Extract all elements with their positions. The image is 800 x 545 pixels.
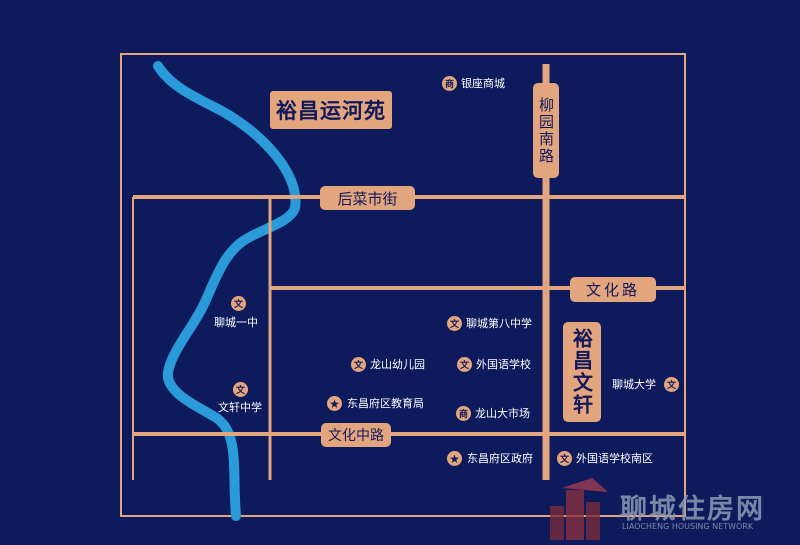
school-icon: 文 bbox=[557, 451, 572, 466]
project-label-text: 裕昌文轩 bbox=[569, 328, 594, 416]
school-icon: 文 bbox=[231, 296, 246, 311]
poi-label-yinzuo: 银座商城 bbox=[461, 77, 505, 90]
school-icon: 文 bbox=[447, 316, 462, 331]
poi-label-wenxuan-zx: 文轩中学 bbox=[218, 401, 262, 414]
poi-label-lcdx: 聊城大学 bbox=[612, 378, 656, 391]
title-label: 裕昌运河苑 bbox=[270, 91, 392, 129]
road-label-wenhua-zhong: 文化中路 bbox=[321, 423, 391, 447]
poi-label-jiaoyuju: 东昌府区教育局 bbox=[347, 397, 424, 410]
road-label-liuyuan-text: 柳园南路 bbox=[537, 96, 555, 165]
mall-icon: 商 bbox=[456, 406, 471, 421]
government-star-icon: ★ bbox=[327, 396, 342, 411]
school-icon: 文 bbox=[457, 357, 472, 372]
poi-label-longshan-kg: 龙山幼儿园 bbox=[370, 358, 425, 371]
road-label-liuyuan: 柳园南路 bbox=[533, 83, 559, 178]
river bbox=[153, 61, 301, 521]
poi-label-waiguoyu: 外国语学校 bbox=[476, 358, 531, 371]
school-icon: 文 bbox=[351, 357, 366, 372]
poi-label-liaocheng1: 聊城一中 bbox=[214, 316, 258, 329]
project-label: 裕昌文轩 bbox=[563, 322, 601, 422]
school-icon: 文 bbox=[233, 382, 248, 397]
road-label-houcai: 后菜市街 bbox=[320, 186, 415, 210]
poi-label-longshan-sc: 龙山大市场 bbox=[475, 407, 530, 420]
watermark-sub: LIAOCHENG HOUSING NETWORK bbox=[622, 522, 754, 531]
government-star-icon: ★ bbox=[447, 451, 462, 466]
school-icon: 文 bbox=[664, 377, 679, 392]
mall-icon: 商 bbox=[442, 76, 457, 91]
poi-label-zhengfu: 东昌府区政府 bbox=[467, 452, 533, 465]
poi-label-liaocheng8: 聊城第八中学 bbox=[466, 317, 532, 330]
poi-label-waiguoyu-nan: 外国语学校南区 bbox=[576, 452, 653, 465]
watermark-name: 聊城住房网 bbox=[620, 494, 765, 525]
map-frame bbox=[120, 53, 686, 517]
watermark-logo bbox=[550, 478, 608, 540]
road-label-wenhua: 文化路 bbox=[570, 277, 656, 302]
